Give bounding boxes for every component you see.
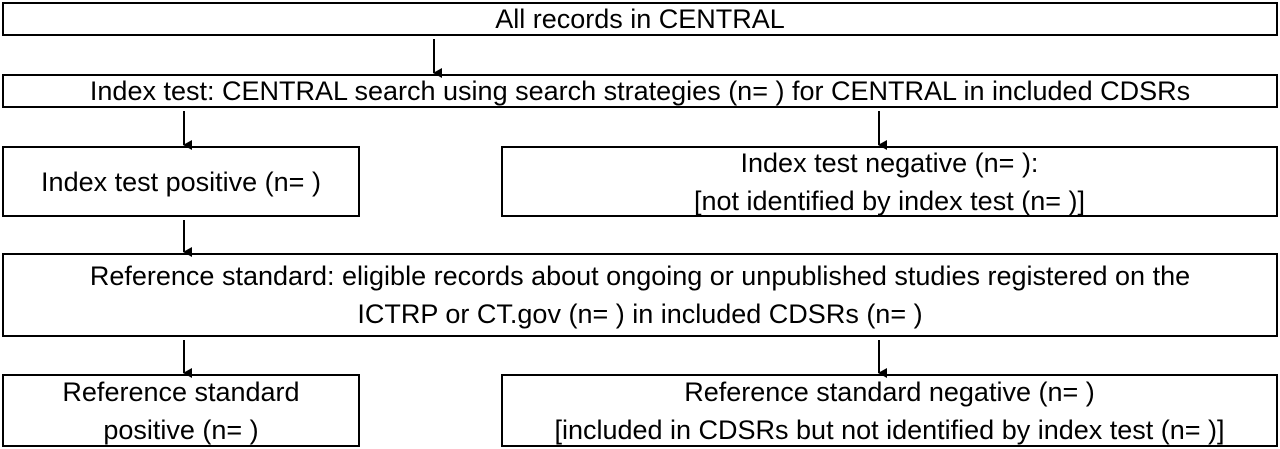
node-index-positive-line-1: Index test positive (n= )	[41, 166, 321, 197]
node-reference-negative-line-2: [included in CDSRs but not identified by…	[554, 414, 1225, 445]
node-index-test: Index test: CENTRAL search using search …	[2, 74, 1278, 108]
node-all-records-line-1: All records in CENTRAL	[495, 4, 785, 34]
node-reference-standard-line-1: Reference standard: eligible records abo…	[89, 261, 1191, 291]
node-index-negative: Index test negative (n= ): [not identifi…	[501, 146, 1278, 217]
node-reference-positive: Reference standard positive (n= )	[2, 374, 360, 447]
node-all-records: All records in CENTRAL	[2, 2, 1278, 36]
node-reference-positive-line-1: Reference standard	[62, 376, 300, 407]
node-index-negative-line-1: Index test negative (n= ):	[740, 147, 1039, 178]
node-reference-standard-line-2: ICTRP or CT.gov (n= ) in included CDSRs …	[357, 299, 923, 329]
node-reference-positive-line-2: positive (n= )	[103, 414, 259, 445]
node-reference-standard: Reference standard: eligible records abo…	[2, 253, 1278, 337]
node-index-negative-line-2: [not identified by index test (n= )]	[694, 185, 1085, 216]
node-index-test-line-1: Index test: CENTRAL search using search …	[89, 76, 1191, 106]
node-reference-negative: Reference standard negative (n= ) [inclu…	[501, 374, 1278, 447]
node-index-positive: Index test positive (n= )	[2, 146, 360, 217]
node-reference-negative-line-1: Reference standard negative (n= )	[684, 376, 1095, 407]
